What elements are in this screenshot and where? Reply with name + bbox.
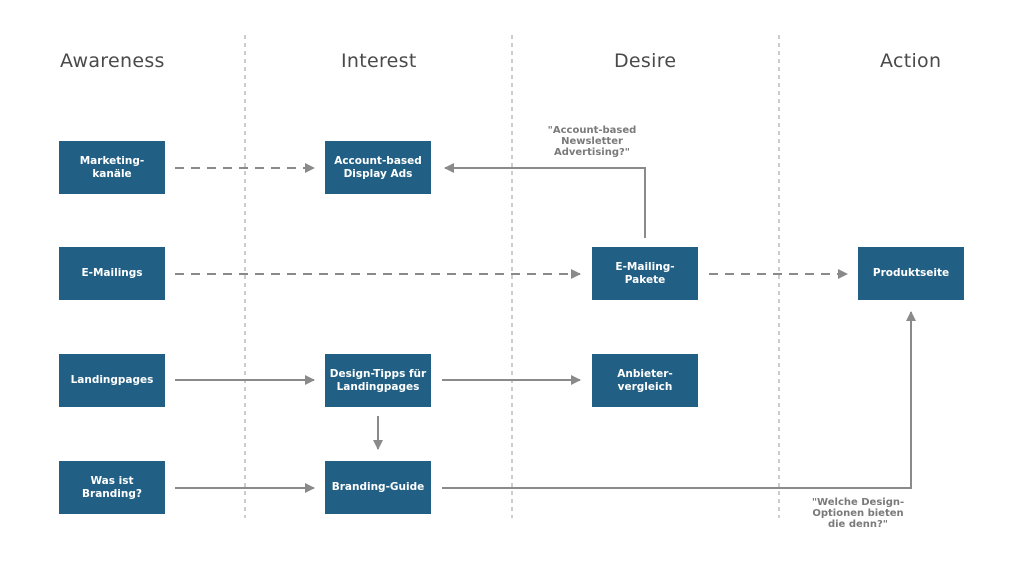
box-produktseite: Produktseite [858, 247, 964, 300]
box-marketing-kanaele: Marketing- kanäle [59, 141, 165, 194]
box-account-based-display-ads: Account-based Display Ads [325, 141, 431, 194]
arrow-pakete-to-ads [444, 163, 646, 238]
column-title-awareness: Awareness [60, 50, 165, 72]
box-e-mailings: E-Mailings [59, 247, 165, 300]
column-title-action: Action [880, 50, 942, 72]
arrow-guide-to-produktseite [442, 311, 916, 489]
box-was-ist-branding: Was ist Branding? [59, 461, 165, 514]
box-branding-guide: Branding-Guide [325, 461, 431, 514]
box-e-mailing-pakete: E-Mailing- Pakete [592, 247, 698, 300]
column-title-desire: Desire [614, 50, 677, 72]
column-title-interest: Interest [341, 50, 417, 72]
note-account-based-newsletter: "Account-based Newsletter Advertising?" [547, 125, 637, 158]
box-design-tipps: Design-Tipps für Landingpages [325, 354, 431, 407]
box-anbieter-vergleich: Anbieter- vergleich [592, 354, 698, 407]
box-landingpages: Landingpages [59, 354, 165, 407]
note-design-optionen: "Welche Design- Optionen bieten die denn… [811, 497, 905, 530]
